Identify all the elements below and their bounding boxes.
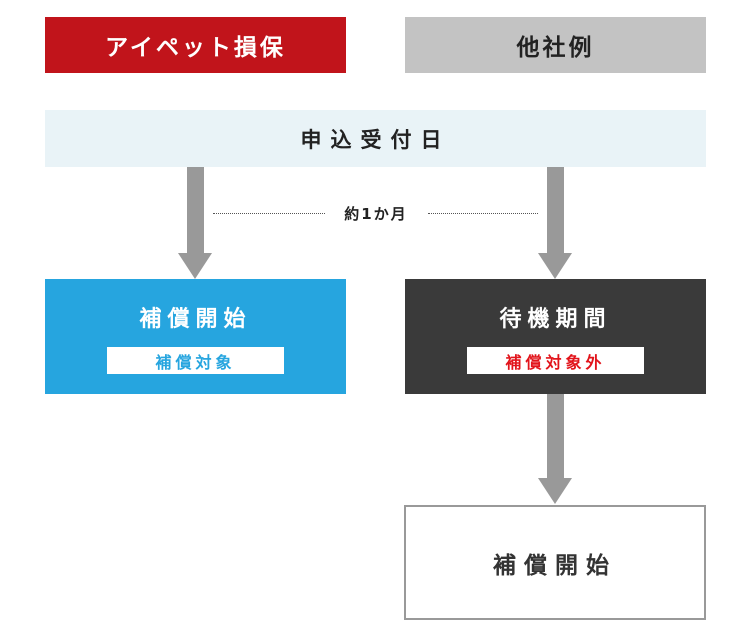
final-coverage-start-box: 補償開始	[404, 505, 706, 620]
interval-dots-left	[213, 213, 325, 214]
header-other-company: 他社例	[405, 17, 706, 73]
coverage-start-title: 補償開始	[139, 307, 252, 332]
waiting-period-title: 待機期間	[499, 307, 612, 332]
covered-tag: 補償対象	[107, 347, 284, 374]
interval-label: 約1か月	[344, 204, 408, 223]
application-date-bar: 申込受付日	[45, 110, 706, 167]
coverage-start-box: 補償開始 補償対象	[45, 279, 346, 394]
lower-arrow-head	[538, 478, 572, 504]
interval-dots-right	[428, 213, 538, 214]
left-arrow-shaft	[187, 167, 204, 254]
right-arrow-shaft	[547, 167, 564, 254]
header-aipet: アイペット損保	[45, 17, 346, 73]
waiting-period-box: 待機期間 補償対象外	[405, 279, 706, 394]
left-arrow-head	[178, 253, 212, 279]
right-arrow-head	[538, 253, 572, 279]
not-covered-tag: 補償対象外	[467, 347, 644, 374]
lower-arrow-shaft	[547, 394, 564, 479]
